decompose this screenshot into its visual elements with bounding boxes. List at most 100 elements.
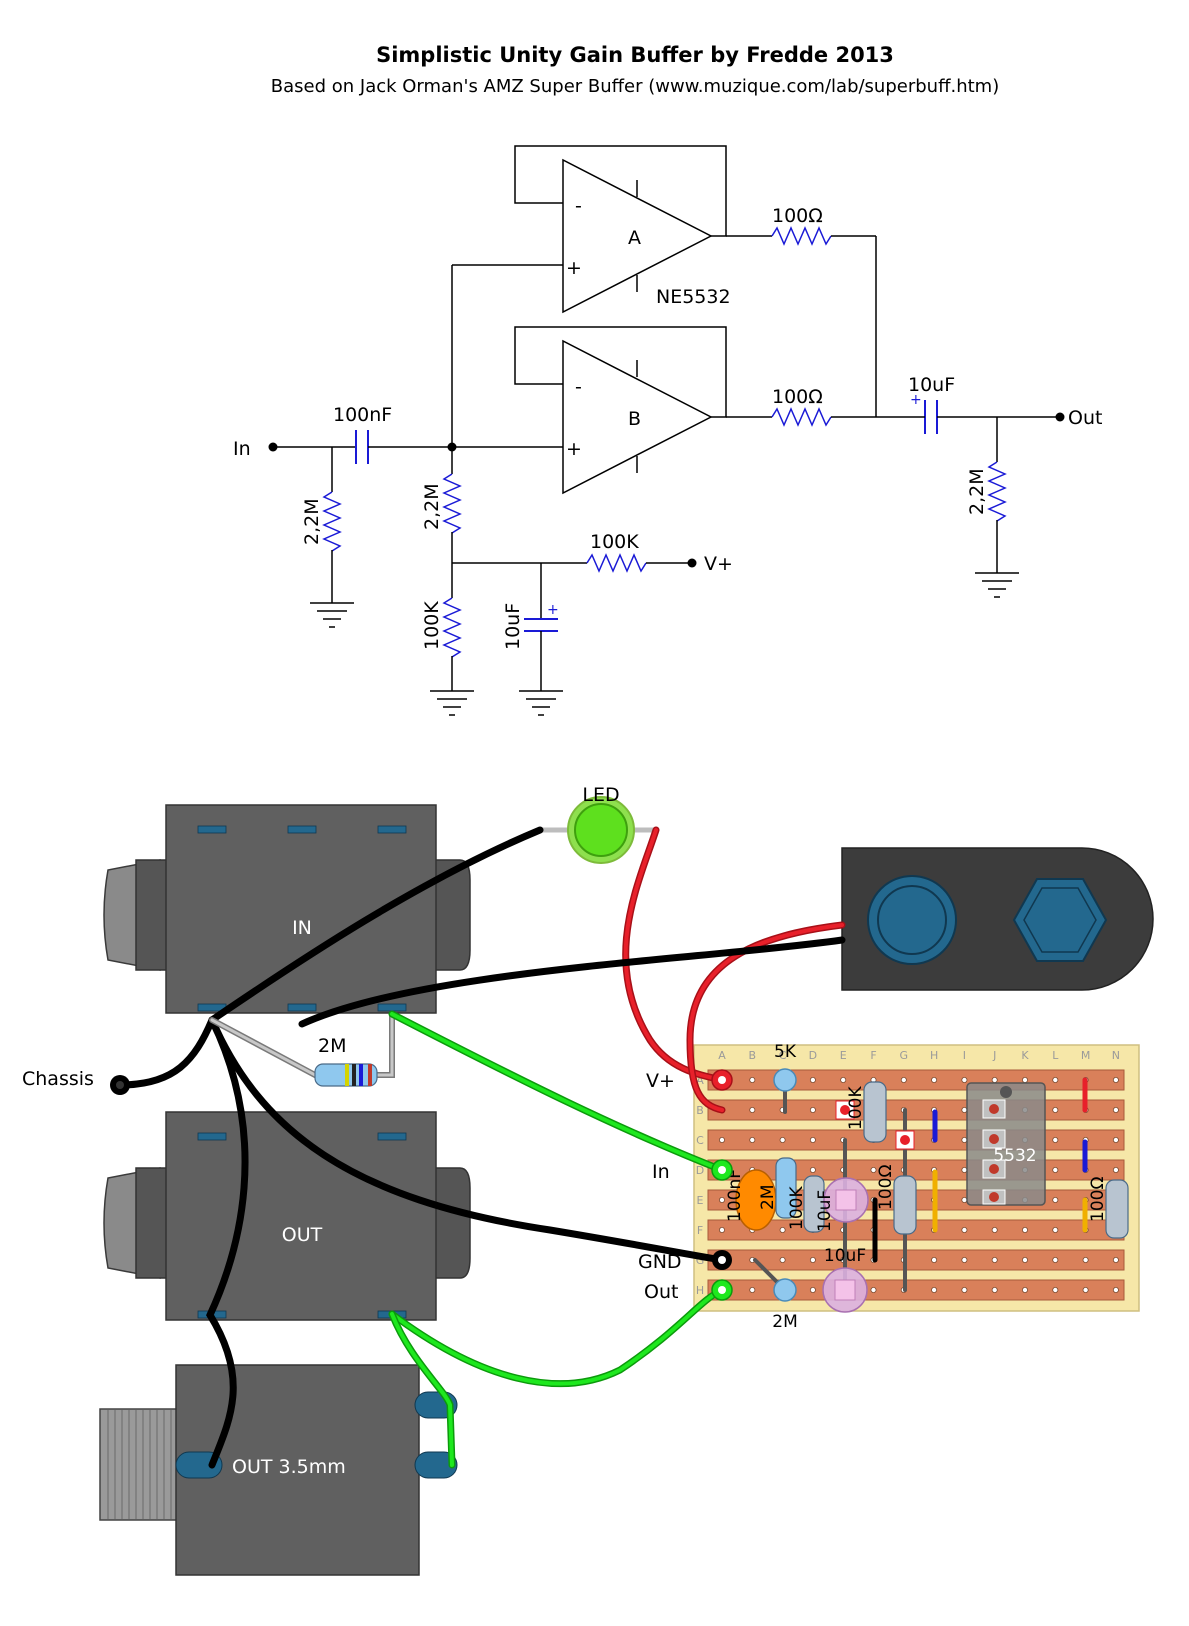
- resistor-bias-label: 2,2M: [421, 483, 443, 530]
- wire-black-chassis: [116, 1016, 216, 1089]
- board-hole: [931, 1077, 938, 1084]
- resistor-div-low-label: 100K: [421, 601, 443, 650]
- board-hole: [809, 1287, 816, 1294]
- board-hole: [719, 1137, 726, 1144]
- output-cap-label: 10uF: [908, 374, 955, 396]
- board-r-100k-b-label: 100K: [846, 1086, 866, 1130]
- board-hole: [719, 1197, 726, 1204]
- in-label: In: [233, 438, 251, 460]
- board-col-label: F: [870, 1049, 876, 1062]
- board-hole: [1112, 1107, 1119, 1114]
- output-cap-plus: +: [910, 392, 922, 408]
- board-hole: [961, 1137, 968, 1144]
- board-hole: [749, 1137, 756, 1144]
- board-strip: [707, 1129, 1125, 1151]
- board-hole: [1052, 1107, 1059, 1114]
- board-hole: [1052, 1167, 1059, 1174]
- wire-black-led: [208, 826, 544, 1024]
- out-label: Out: [1068, 407, 1102, 429]
- resistor-100-b: [771, 407, 832, 427]
- wire-green-mini: [390, 1312, 454, 1467]
- board-row-label: H: [696, 1284, 704, 1297]
- page-title: Simplistic Unity Gain Buffer by Fredde 2…: [376, 43, 894, 67]
- board-hole: [870, 1287, 877, 1294]
- board-hole: [840, 1077, 847, 1084]
- board-hole: [749, 1077, 756, 1084]
- jack-in-label: IN: [292, 917, 312, 939]
- board-strip: [707, 1159, 1125, 1181]
- board-hole: [1082, 1257, 1089, 1264]
- wire-green-out: [390, 1288, 724, 1386]
- board-strip: [707, 1069, 1125, 1091]
- board-hole: [991, 1077, 998, 1084]
- resistor-supply: [586, 553, 647, 573]
- jack-out: OUT: [103, 1111, 471, 1321]
- board-r-2m-label: 2M: [772, 1312, 797, 1332]
- board-hole: [809, 1077, 816, 1084]
- board-hole: [809, 1137, 816, 1144]
- board-hole: [1112, 1137, 1119, 1144]
- board-hole: [961, 1107, 968, 1114]
- board-c-10uf-b-label: 10uF: [824, 1246, 866, 1266]
- ground-symbol-out: [975, 572, 1019, 598]
- board-hole: [961, 1227, 968, 1234]
- board-hole: [1022, 1257, 1029, 1264]
- jack-mini-label: OUT 3.5mm: [232, 1456, 346, 1478]
- resistor-100-a-label: 100Ω: [772, 205, 823, 227]
- board-hole: [1022, 1227, 1029, 1234]
- opamp-b-label: B: [628, 408, 641, 430]
- opamp-a-plus: +: [566, 257, 582, 279]
- wire-red-dc: [687, 923, 844, 1112]
- page-subtitle: Based on Jack Orman's AMZ Super Buffer (…: [271, 76, 999, 97]
- board-col-label: I: [963, 1049, 966, 1062]
- board-hole: [779, 1137, 786, 1144]
- wire-black-dc: [298, 936, 846, 1028]
- board-r-2m-vert-label: 2M: [758, 1185, 778, 1210]
- board-col-label: G: [900, 1049, 909, 1062]
- opamp-a-label: A: [628, 227, 641, 249]
- board-col-label: B: [749, 1049, 757, 1062]
- bias-cap-plus: +: [547, 602, 559, 618]
- board-in-label: In: [652, 1161, 670, 1183]
- board-hole: [1022, 1287, 1029, 1294]
- board-hole: [1112, 1287, 1119, 1294]
- board-col-label: L: [1052, 1049, 1059, 1062]
- output-node: [1055, 412, 1065, 422]
- board-row-label: F: [697, 1224, 703, 1237]
- board-hole: [779, 1227, 786, 1234]
- jack-out-label: OUT: [282, 1224, 323, 1246]
- chassis-label: Chassis: [22, 1068, 94, 1090]
- opamp-b-minus: -: [575, 376, 582, 398]
- board-col-label: M: [1081, 1049, 1091, 1062]
- board-hole: [931, 1287, 938, 1294]
- board-row-label: C: [696, 1134, 704, 1147]
- board-hole: [961, 1077, 968, 1084]
- board-out-label: Out: [644, 1281, 678, 1303]
- board-hole: [1052, 1257, 1059, 1264]
- opamp-b-plus: +: [566, 438, 582, 460]
- resistor-100-a: [771, 226, 832, 246]
- board-strip: [707, 1099, 1125, 1121]
- board-vplus-label: V+: [646, 1070, 675, 1092]
- board-hole: [1052, 1077, 1059, 1084]
- resistor-div-low: [442, 597, 462, 658]
- board-hole: [961, 1287, 968, 1294]
- input-cap-label: 100nF: [333, 404, 392, 426]
- board-hole: [809, 1167, 816, 1174]
- board-col-label: K: [1021, 1049, 1029, 1062]
- board-hole: [870, 1167, 877, 1174]
- board-r-100k-a-label: 100K: [787, 1186, 807, 1230]
- board-hole: [931, 1257, 938, 1264]
- ground-symbol-in: [310, 602, 354, 628]
- board-trim-5k-label: 5K: [774, 1042, 797, 1062]
- board-hole: [719, 1227, 726, 1234]
- board-col-label: H: [930, 1049, 938, 1062]
- board-col-label: C: [779, 1049, 787, 1062]
- schematic: - + A NE5532 - + B 100Ω 100Ω: [233, 145, 1102, 716]
- board-row-label: A: [696, 1074, 704, 1087]
- board-hole: [1112, 1077, 1119, 1084]
- resistor-input: [322, 491, 342, 552]
- board-hole: [749, 1287, 756, 1294]
